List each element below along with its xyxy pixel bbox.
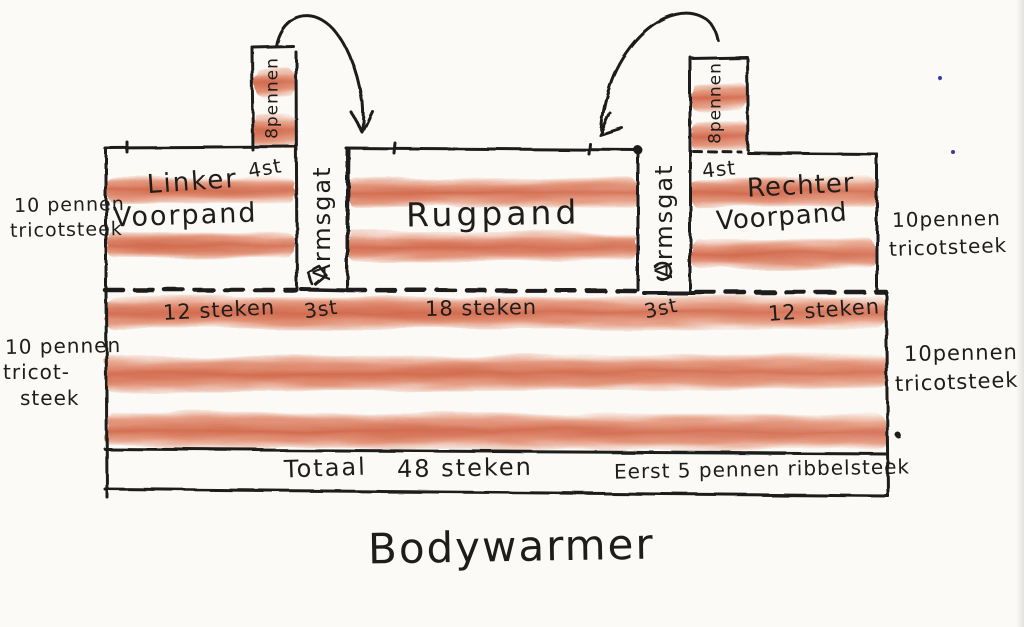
needle-label-left-top-line1: 10 pennen — [13, 193, 125, 217]
diagram-title: Bodywarmer — [367, 519, 656, 574]
right-front-stitch-count: 4st — [700, 155, 738, 183]
fold-arrow-right-icon — [599, 11, 721, 132]
strap-left-outline — [250, 44, 295, 152]
knit-stripe — [107, 177, 295, 203]
left-front-stitch-count: 4st — [246, 153, 284, 183]
scan-edge-shadow — [1016, 0, 1024, 627]
left-front-label-line2: Voorpand — [112, 197, 258, 234]
left-front-outline — [103, 145, 298, 292]
body-right-edge — [884, 291, 890, 498]
ink-speck — [951, 150, 955, 154]
cast-on-armhole-right: 3st — [641, 292, 681, 324]
back-top-tick-left — [392, 141, 397, 155]
stray-ink-dot — [895, 432, 901, 438]
armhole-right-marker-doodle — [653, 262, 673, 280]
strap-right-label: 8pennen — [705, 62, 726, 144]
back-top-tick-right — [587, 142, 592, 156]
knit-stripe — [105, 296, 886, 329]
armhole-left-label: Armsgat — [308, 165, 336, 281]
needle-label-left-bottom-line1: 10 pennen — [4, 332, 122, 360]
needle-label-left-bottom-line2: tricot- — [3, 360, 70, 384]
back-panel-label: Rugpand — [405, 192, 581, 235]
strap-right-dashed-bottom — [691, 149, 743, 154]
armhole-left-notch — [299, 287, 354, 292]
band-rib-instruction: Eerst 5 pennen ribbelsteek — [613, 454, 911, 484]
armhole-right-label: Armsgat — [650, 163, 678, 279]
body-left-edge — [104, 288, 109, 499]
cast-on-armhole-left: 3st — [302, 294, 340, 324]
knit-stripe — [348, 232, 637, 262]
needle-label-right-top-line2: tricotsteek — [888, 232, 1008, 262]
band-total-count: 48 steken — [396, 452, 534, 484]
ink-speck — [938, 76, 942, 80]
needle-label-right-bottom-line2: tricotsteek — [894, 367, 1019, 397]
band-total-word: Totaal — [283, 452, 368, 484]
band-bottom-line — [103, 487, 890, 498]
back-top-corner-dot — [633, 145, 643, 155]
knit-stripe — [691, 239, 876, 269]
knit-stripe — [253, 115, 297, 148]
cast-on-left-front: 12 steken — [162, 295, 276, 325]
strap-left-label: 8pennen — [262, 57, 283, 139]
strap-right-outline — [688, 55, 750, 152]
fold-arrow-left-head — [349, 109, 374, 134]
band-top-line — [103, 447, 889, 456]
fold-arrow-right-head — [598, 111, 624, 137]
needle-label-left-top-line2: tricotsteek — [9, 218, 123, 242]
divider-dashed-middle — [344, 287, 644, 294]
armhole-left-marker-doodle — [306, 264, 328, 286]
needle-label-right-top-line1: 10pennen — [891, 206, 1001, 232]
left-front-label-line1: Linker — [146, 163, 239, 201]
armhole-left-left-line — [294, 50, 299, 292]
right-front-outline — [746, 151, 879, 293]
fold-arrow-left-icon — [274, 14, 365, 131]
needle-label-left-bottom-line3: steek — [20, 386, 80, 410]
cast-on-back: 18 steken — [424, 295, 538, 321]
needle-label-right-bottom-line1: 10pennen — [903, 340, 1019, 366]
